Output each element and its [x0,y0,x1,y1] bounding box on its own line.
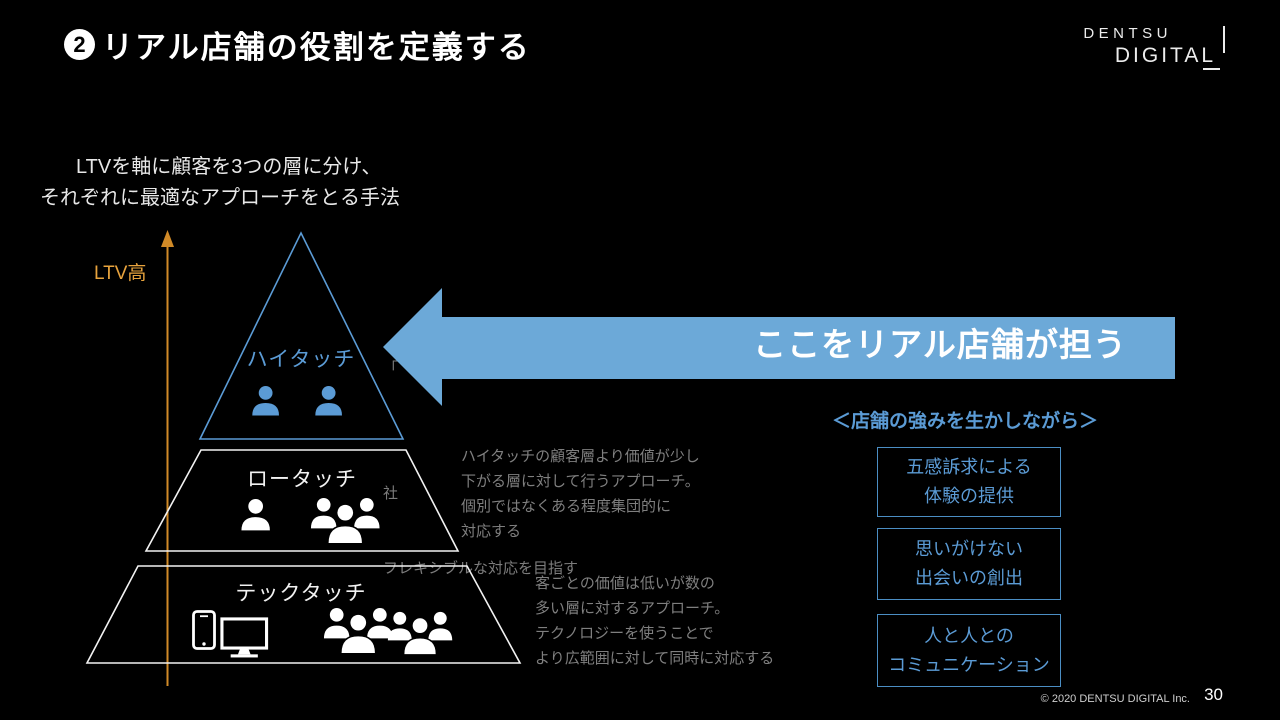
description-line: 多い層に対するアプローチ。 [535,600,730,617]
ltv-axis [161,230,174,686]
brand-logo: DENTSU DIGITAL [1083,25,1225,70]
logo-bar [1222,26,1225,53]
strength-box-line: 出会いの創出 [915,568,1023,588]
tier-label-low-touch: ロータッチ [247,468,357,491]
page-title-text: リアル店舗の役割を定義する [102,30,531,65]
people-group-icon [322,606,395,655]
highlight-arrow [383,288,1175,406]
monitor-icon [220,617,269,660]
pyramid-tier3-trapezoid [85,565,522,664]
strength-box: 人と人との コミュニケーション [877,614,1061,687]
logo-line2-text: DIGITAL [1114,44,1216,67]
hidden-note-line: 「 [383,360,399,377]
tier-label-high-touch: ハイタッチ [246,348,356,371]
strength-box: 思いがけない 出会いの創出 [877,528,1061,600]
tech-touch-description: 客ごとの価値は低いが数の 多い層に対するアプローチ。 テクノロジーを使うことで … [535,571,774,671]
footer-copyright: © 2020 DENTSU DIGITAL Inc. [1040,693,1190,705]
hidden-note-line: フレキシブルな対応を目指す [383,560,579,577]
intro-line-2: それぞれに最適なアプローチをとる手法 [40,187,400,209]
description-line: 対応する [461,523,522,540]
strength-box-line: コミュニケーション [888,654,1050,675]
pyramid-tier2-trapezoid [144,449,460,552]
strength-box-line: 人と人との [924,625,1014,646]
description-line: より広範囲に対して同時に対応する [535,650,775,667]
strength-box-line: 思いがけない [915,539,1023,559]
page-number: 30 [1204,685,1223,704]
strength-box-line: 体験の提供 [924,486,1014,506]
description-line: 客ごとの価値は低いが数の [535,575,715,592]
axis-arrowhead-icon [161,230,174,247]
arrow-label: ここをリアル店舗が担う [753,326,1127,363]
logo-line2: DIGITAL [1083,44,1220,70]
tier-label-tech-touch: テックタッチ [235,582,367,605]
person-icon [252,386,279,416]
person-icon [241,499,270,531]
logo-underscore [1203,67,1220,70]
low-touch-description: ハイタッチの顧客層より価値が少し 下がる層に対して行うアプローチ。 個別ではなく… [461,444,700,544]
description-line: テクノロジーを使うことで [535,625,714,642]
smartphone-icon [192,610,216,650]
strength-box-line: 五感訴求による [906,457,1032,477]
pyramid-tier1-triangle [198,231,405,440]
intro-text: LTVを軸に顧客を3つの層に分け、 それぞれに最適なアプローチをとる手法 [40,152,400,214]
page-title: 2 リアル店舗の役割を定義する [64,22,531,67]
people-group-icon [309,496,382,545]
description-line: 個別ではなくある程度集団的に [461,498,672,515]
strengths-heading: ＜店舗の強みを生かしながら＞ [831,411,1098,432]
people-group-icon [386,610,454,656]
hidden-note-line: 社 [383,485,399,502]
person-icon [315,386,342,416]
high-touch-note: 「 社 フレキシブルな対応を目指す [383,306,578,631]
intro-line-1: LTVを軸に顧客を3つの層に分け、 [76,156,382,178]
description-line: ハイタッチの顧客層より価値が少し [461,448,700,465]
ltv-axis-label: LTV高 [94,263,147,284]
logo-line1: DENTSU [1083,25,1172,42]
numbered-bullet-icon: 2 [64,29,95,60]
strength-box: 五感訴求による 体験の提供 [877,447,1061,517]
description-line: 下がる層に対して行うアプローチ。 [461,473,700,490]
